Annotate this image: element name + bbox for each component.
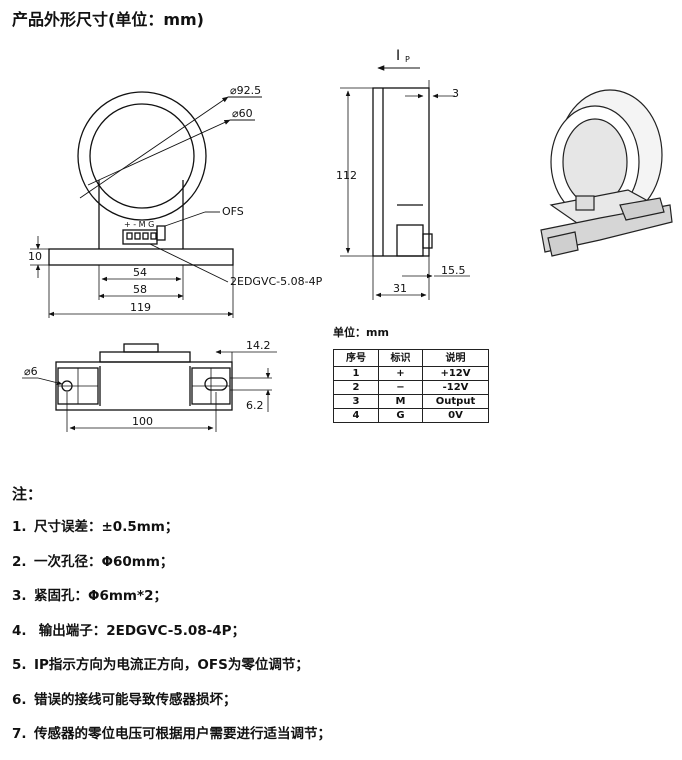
- notes-list: 1. 尺寸误差：±0.5mm； 2. 一次孔径：Φ60mm； 3. 紧固孔：Φ6mm*…: [12, 518, 331, 760]
- table-row: 2 − -12V: [333, 380, 489, 395]
- cell-seq: 3: [333, 394, 379, 409]
- current-direction-subscript: P: [405, 55, 410, 64]
- cell-desc: 0V: [422, 408, 489, 423]
- notes-title: 注：: [12, 485, 43, 503]
- dim-3: 3: [452, 87, 459, 100]
- outer-diameter-label: ⌀92.5: [230, 84, 261, 97]
- note-number: 4.: [12, 622, 27, 639]
- note-text: 尺寸误差：±0.5mm；: [34, 519, 179, 535]
- header-desc: 说明: [422, 349, 489, 367]
- dim-54: 54: [133, 266, 147, 279]
- cell-desc: +12V: [422, 366, 489, 381]
- note-text: 输出端子：2EDGVC-5.08-4P；: [34, 622, 246, 639]
- current-direction-label: I: [396, 48, 400, 64]
- dim-119: 119: [130, 301, 151, 314]
- unit-label: 单位：mm: [333, 326, 389, 339]
- isometric-view: [540, 89, 673, 257]
- cell-mark: M: [378, 394, 423, 409]
- dim-100: 100: [132, 415, 153, 428]
- note-item: 1. 尺寸误差：±0.5mm；: [12, 518, 331, 553]
- pin-table-header: 序号 标识 说明: [333, 349, 489, 367]
- table-row: 3 M Output: [333, 394, 489, 409]
- cell-mark: −: [378, 380, 423, 395]
- note-number: 2.: [12, 553, 27, 570]
- dim-31: 31: [393, 282, 407, 295]
- cell-mark: G: [378, 408, 423, 423]
- note-number: 3.: [12, 588, 27, 604]
- dim-6-2: 6.2: [246, 399, 264, 412]
- front-view: [30, 91, 262, 318]
- table-row: 4 G 0V: [333, 408, 489, 423]
- technical-drawing: ⌀92.5 ⌀60 OFS + - M G 2EDGVC-5.08-4P 10 …: [22, 48, 673, 432]
- table-row: 1 + +12V: [333, 366, 489, 381]
- header-seq: 序号: [333, 349, 379, 367]
- header-mark: 标识: [378, 349, 423, 367]
- hole-diameter-label: ⌀6: [24, 365, 38, 378]
- cell-seq: 1: [333, 366, 379, 381]
- note-item: 5. IP指示方向为电流正方向，OFS为零位调节；: [12, 656, 331, 691]
- note-text: 错误的接线可能导致传感器损坏；: [34, 691, 237, 708]
- inner-diameter-label: ⌀60: [232, 107, 253, 120]
- dim-15-5: 15.5: [441, 264, 466, 277]
- cell-seq: 2: [333, 380, 379, 395]
- note-number: 6.: [12, 691, 27, 708]
- pin-table: 序号 标识 说明 1 + +12V 2 − -12V 3 M Output 4 …: [333, 349, 489, 423]
- note-number: 7.: [12, 726, 27, 742]
- note-item: 6. 错误的接线可能导致传感器损坏；: [12, 691, 331, 726]
- note-item: 3. 紧固孔：Φ6mm*2；: [12, 587, 331, 622]
- note-number: 5.: [12, 657, 27, 673]
- cell-seq: 4: [333, 408, 379, 423]
- dim-10: 10: [28, 250, 42, 263]
- dim-14-2: 14.2: [246, 339, 271, 352]
- cell-desc: Output: [422, 394, 489, 409]
- note-text: 传感器的零位电压可根据用户需要进行适当调节；: [34, 726, 331, 742]
- note-text: 一次孔径：Φ60mm；: [34, 553, 174, 570]
- note-number: 1.: [12, 519, 27, 535]
- cell-mark: +: [378, 366, 423, 381]
- connector-pins-label: + - M G: [124, 220, 154, 229]
- bottom-view: [22, 343, 277, 432]
- note-item: 4. 输出端子：2EDGVC-5.08-4P；: [12, 622, 331, 657]
- connector-model-label: 2EDGVC-5.08-4P: [230, 275, 323, 288]
- side-view: [340, 65, 470, 300]
- note-text: IP指示方向为电流正方向，OFS为零位调节；: [34, 657, 309, 673]
- note-text: 紧固孔：Φ6mm*2；: [34, 588, 167, 604]
- cell-desc: -12V: [422, 380, 489, 395]
- note-item: 7. 传感器的零位电压可根据用户需要进行适当调节；: [12, 725, 331, 760]
- note-item: 2. 一次孔径：Φ60mm；: [12, 553, 331, 588]
- page-title: 产品外形尺寸(单位：mm): [12, 10, 204, 29]
- dim-58: 58: [133, 283, 147, 296]
- dim-112: 112: [336, 169, 357, 182]
- ofs-label-text: OFS: [222, 205, 244, 218]
